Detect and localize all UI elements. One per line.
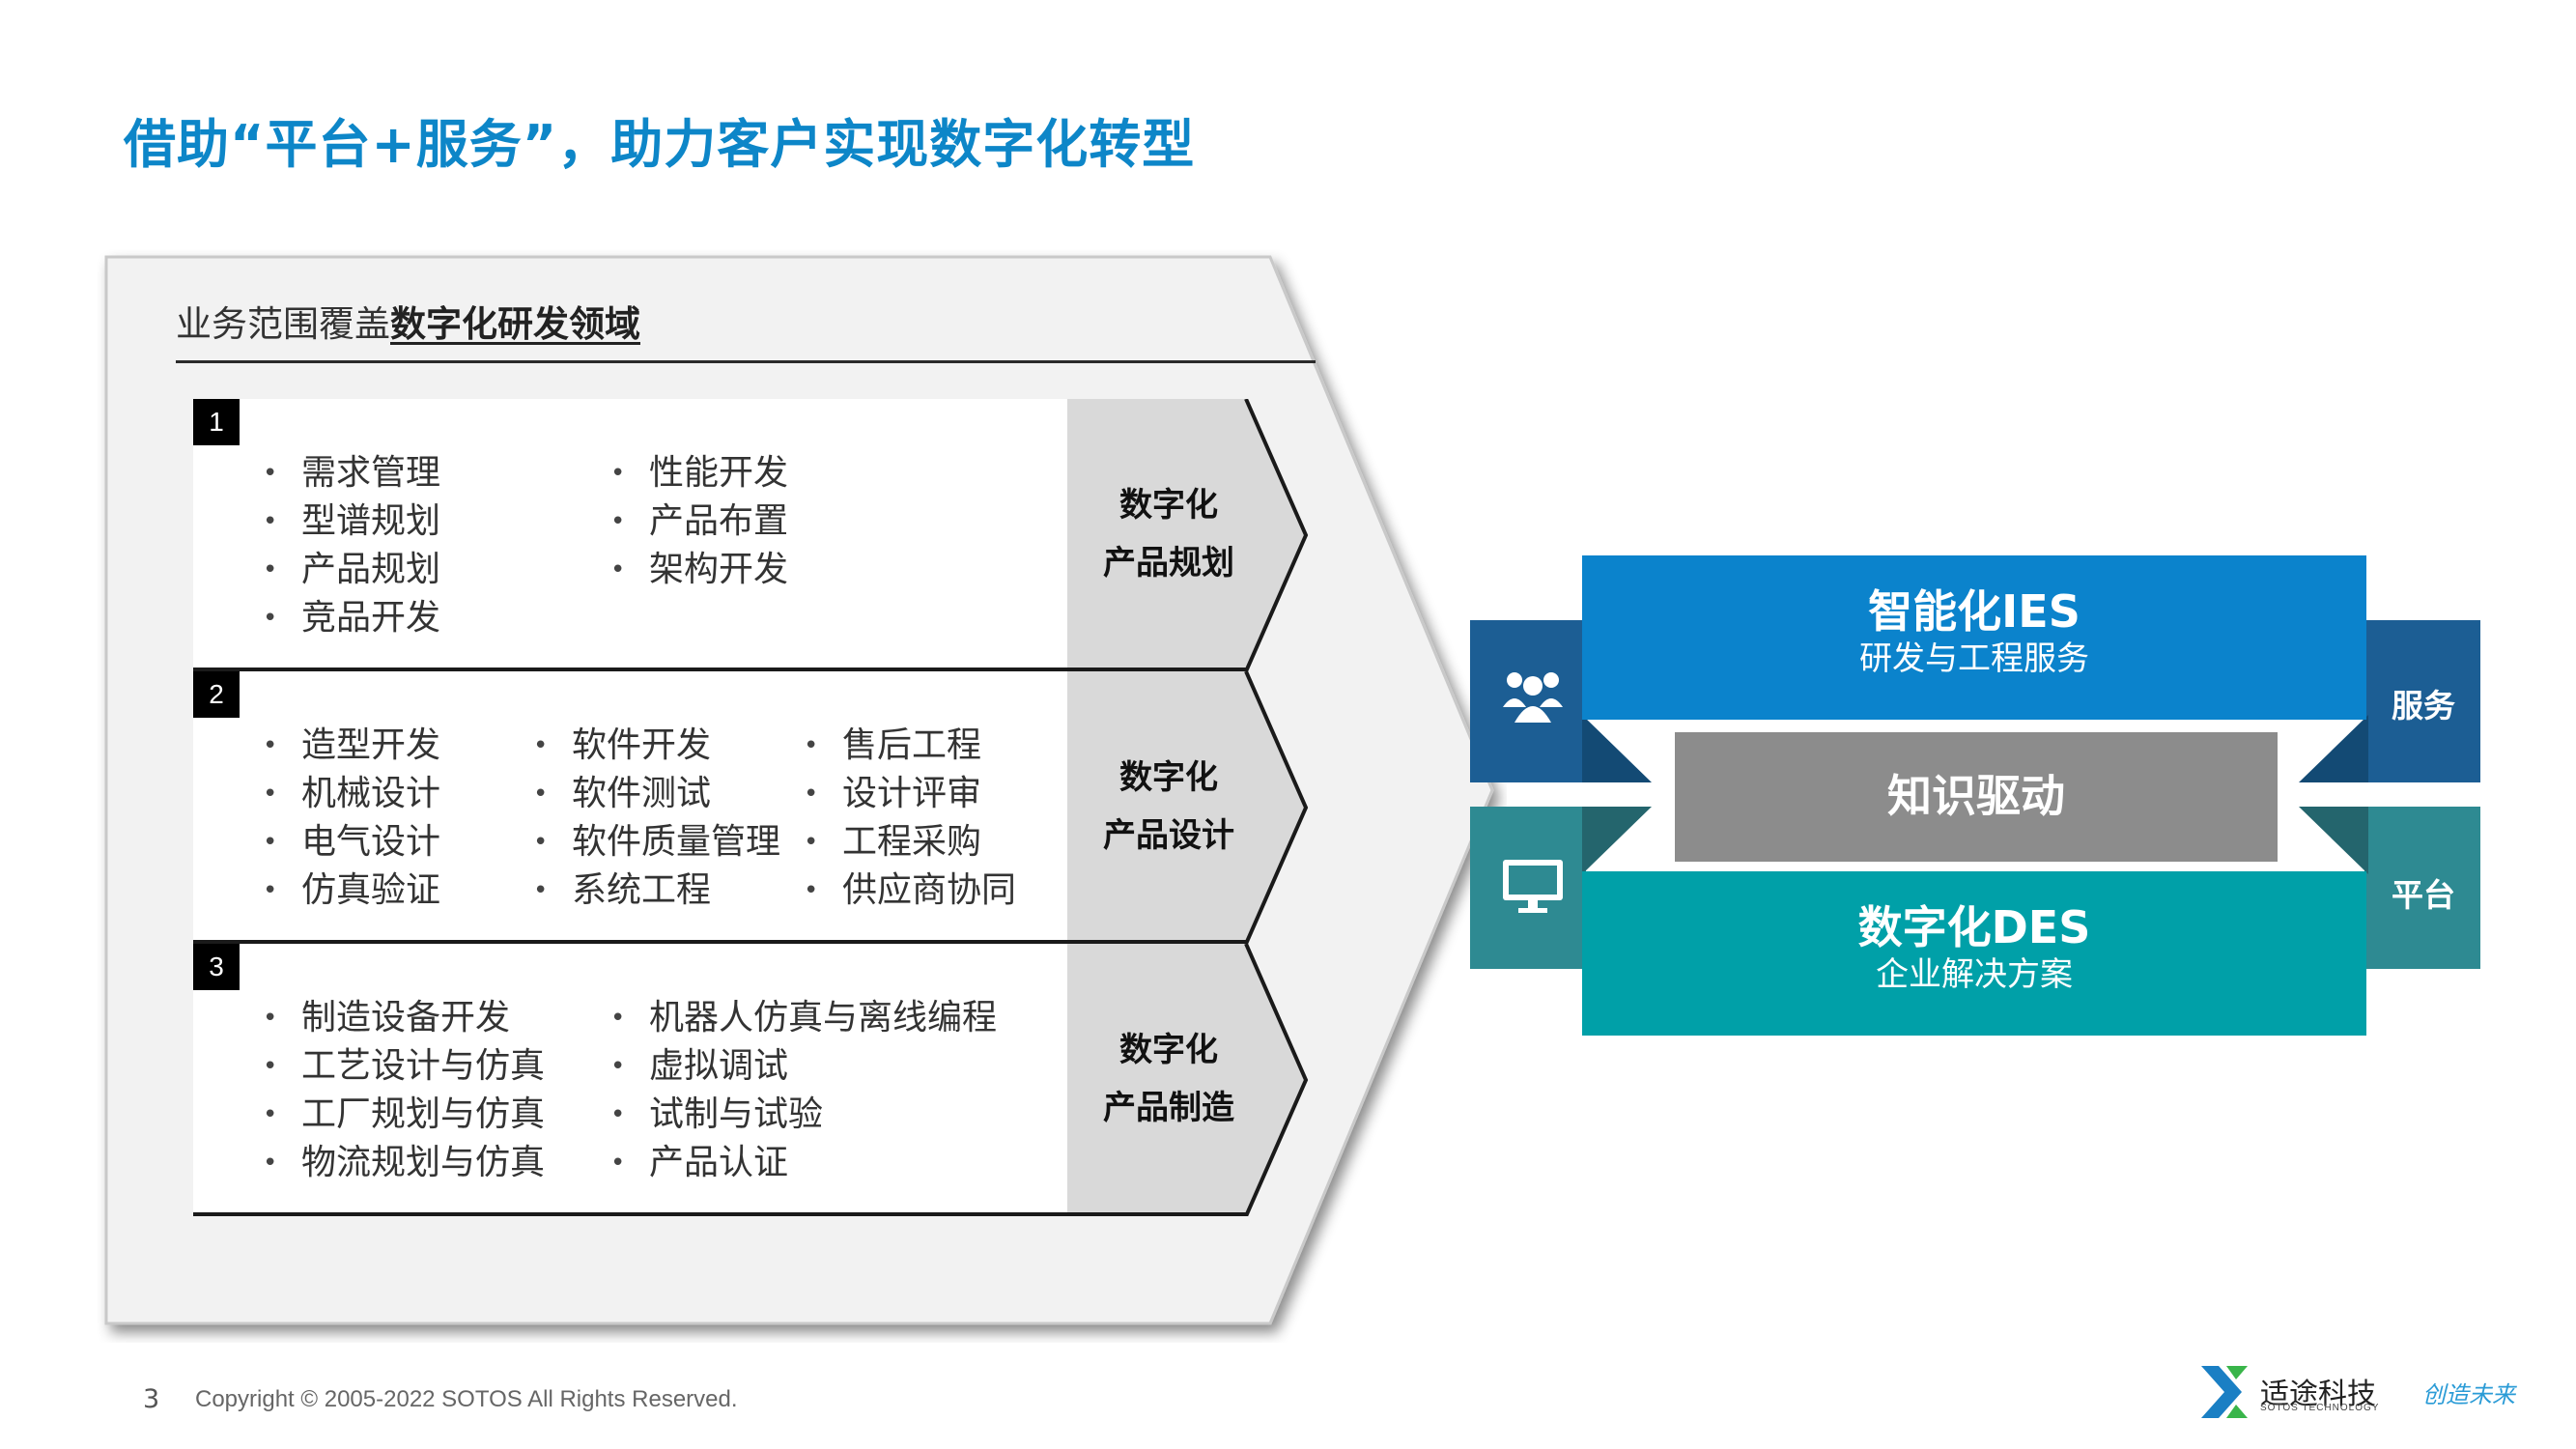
scope-label-highlight: 数字化研发领域 [390,303,640,345]
logo-subtitle: SOTOS TECHNOLOGY [2260,1403,2380,1413]
list-item: •型谱规划 [263,501,441,541]
platform-service-graphic: 智能化IES 研发与工程服务 知识驱动 数字化DES 企业解决方案 服务 平台 [1468,551,2482,1038]
item-column: •需求管理 •型谱规划 •产品规划 •竞品开发 [263,449,440,642]
list-item: •产品布置 [610,501,789,541]
slogan: 创造未来 [2422,1381,2515,1408]
domain-row-design: 2 •造型开发 •机械设计 •电气设计 •仿真验证 •软件开发 •软件测试 •软… [193,671,1314,944]
list-item: •工程采购 [804,822,982,862]
ies-subtitle: 研发与工程服务 [1859,639,2089,678]
des-block: 数字化DES 企业解决方案 [1582,900,2366,995]
list-item: •设计评审 [804,774,982,813]
scope-label-prefix: 业务范围覆盖 [176,303,390,345]
ies-title: 智能化IES [1868,585,2081,638]
list-item: •产品认证 [610,1143,789,1182]
row-tag: 数字化产品制造 [1103,1031,1234,1127]
list-item: •供应商协同 [804,870,1017,910]
knowledge-label: 知识驱动 [1887,770,2065,822]
platform-label: 平台 [2392,876,2455,914]
list-item: •性能开发 [610,453,789,493]
list-item: •机械设计 [263,774,441,813]
row-number: 3 [193,944,240,990]
item-column: •性能开发 •产品布置 •架构开发 [610,449,788,594]
item-column: •售后工程 •设计评审 •工程采购 •供应商协同 [804,722,1016,915]
scope-divider [176,360,1316,363]
item-column: •制造设备开发 •工艺设计与仿真 •工厂规划与仿真 •物流规划与仿真 [263,994,545,1187]
list-item: •工厂规划与仿真 [263,1094,546,1134]
list-item: •仿真验证 [263,870,441,910]
des-title: 数字化DES [1857,901,2091,953]
des-subtitle: 企业解决方案 [1876,955,2073,994]
list-item: •机器人仿真与离线编程 [610,998,998,1037]
list-item: •试制与试验 [610,1094,824,1134]
list-item: •造型开发 [263,725,441,765]
row-number: 2 [193,671,240,718]
list-item: •系统工程 [533,870,712,910]
copyright: Copyright © 2005-2022 SOTOS All Rights R… [195,1386,738,1412]
scope-label: 业务范围覆盖数字化研发领域 [176,295,640,347]
ies-block: 智能化IES 研发与工程服务 [1582,584,2366,679]
list-item: •竞品开发 [263,598,441,638]
row-tag: 数字化产品规划 [1103,486,1234,582]
service-label: 服务 [2392,687,2455,724]
domain-row-planning: 1 •需求管理 •型谱规划 •产品规划 •竞品开发 •性能开发 •产品布置 •架… [193,399,1314,671]
item-column: •软件开发 •软件测试 •软件质量管理 •系统工程 [533,722,780,915]
item-column: •造型开发 •机械设计 •电气设计 •仿真验证 [263,722,440,915]
list-item: •架构开发 [610,550,789,589]
list-item: •软件测试 [533,774,712,813]
row-background [193,399,1309,671]
sotos-logo-icon [2201,1366,2248,1418]
row-number: 1 [193,399,240,445]
item-column: •机器人仿真与离线编程 •虚拟调试 •试制与试验 •产品认证 [610,994,997,1187]
list-item: •物流规划与仿真 [263,1143,546,1182]
list-item: •虚拟调试 [610,1046,789,1086]
list-item: •软件质量管理 [533,822,781,862]
list-item: •工艺设计与仿真 [263,1046,546,1086]
list-item: •需求管理 [263,453,441,493]
list-item: •制造设备开发 [263,998,511,1037]
row-tag: 数字化产品设计 [1103,758,1234,855]
domain-row-manufacturing: 3 •制造设备开发 •工艺设计与仿真 •工厂规划与仿真 •物流规划与仿真 •机器… [193,944,1314,1216]
list-item: •电气设计 [263,822,441,862]
list-item: •软件开发 [533,725,712,765]
knowledge-block: 知识驱动 [1675,769,2278,823]
people-group-icon [1503,672,1563,723]
page-title: 借助“平台+服务”，助力客户实现数字化转型 [124,114,1196,175]
graphic-shapes [1470,555,2480,1036]
row-background [193,671,1309,944]
monitor-icon [1503,860,1563,913]
logo-name: 适途科技 [2260,1378,2376,1411]
list-item: •售后工程 [804,725,982,765]
row-background [193,944,1309,1216]
page-number: 3 [143,1384,160,1414]
list-item: •产品规划 [263,550,441,589]
